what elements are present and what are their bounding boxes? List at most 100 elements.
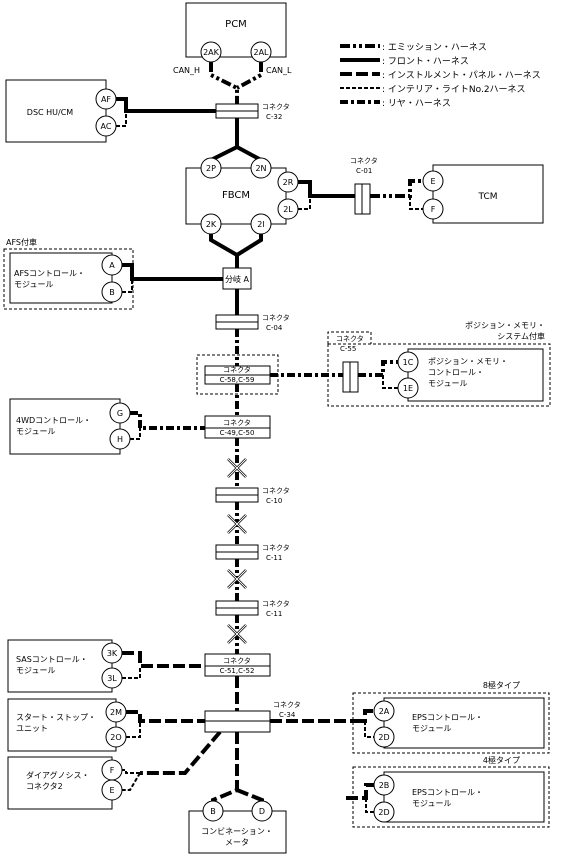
posmem-label-1: ポジション・メモリ・	[428, 357, 508, 366]
connector-c58-word: コネクタ	[223, 365, 251, 374]
pin-combi-b-label: B	[210, 807, 216, 816]
pin-fbcm-2i-label: 2I	[257, 220, 264, 229]
wire-c01-tcm-e	[370, 179, 423, 198]
pin-pcm-2al-label: 2AL	[253, 48, 269, 57]
branch-a: 分岐 A	[222, 267, 252, 290]
wire-diag-e	[122, 772, 141, 791]
tcm-label: TCM	[477, 192, 497, 202]
pin-pm-1e-label: 1E	[403, 384, 413, 393]
can-h-label: CAN_H	[173, 66, 200, 75]
legend-instrument-label: : インストルメント・パネル・ハーネス	[382, 70, 541, 81]
connector-c04: コネクタ C-04	[215, 313, 290, 332]
connector-c01-word: コネクタ	[350, 156, 378, 165]
pin-eps8-2a	[373, 700, 395, 722]
pin-afs-a	[101, 254, 123, 276]
start-label-1: スタート・ストップ・	[16, 713, 96, 722]
eps8-label-1: EPSコントロール・	[412, 713, 483, 722]
pin-tcm-e-label: E	[430, 177, 435, 186]
afs-group-label: AFS付車	[6, 237, 37, 247]
wire-fbcm-2r	[298, 180, 355, 198]
diagnosis-connector-module: ダイアグノシス・ コネクタ2 F E	[7, 756, 123, 810]
connector-c51-id: C-51,C-52	[220, 667, 255, 675]
connector-c58-id: C-58,C-59	[220, 376, 255, 384]
disconnect-marks	[227, 458, 247, 644]
wire-c01-tcm-f	[409, 196, 423, 210]
pin-dsc-ac	[95, 115, 117, 137]
wire-fbcm-2l	[298, 196, 311, 210]
connector-c51-word: コネクタ	[223, 656, 251, 665]
c58-option-frame	[196, 354, 279, 395]
legend-emission-label: : エミッション・ハーネス	[382, 42, 487, 53]
diag-label-2: コネクタ2	[26, 782, 63, 791]
pcm-module: PCM 2AK 2AL CAN_H CAN_L	[173, 2, 292, 75]
pin-fbcm-2r	[277, 171, 299, 193]
branch-a-label: 分岐 A	[225, 274, 250, 284]
eps4-label-1: EPSコントロール・	[412, 788, 483, 797]
afs-label-2: モジュール	[14, 280, 53, 289]
wire-eps4-2d	[365, 798, 374, 813]
connector-c04-id: C-04	[266, 324, 283, 332]
pin-start-2m-label: 2M	[110, 708, 122, 717]
wire-pcm-2ak	[209, 62, 239, 104]
wire-fbcm-2i	[235, 232, 263, 257]
pin-afs-b	[101, 281, 123, 303]
combi-label-1: コンビネーション・	[201, 827, 273, 836]
pin-pm-1e	[397, 377, 419, 399]
connector-c11-lower-id: C-11	[266, 610, 282, 618]
position-memory-module: ポジション・メモリ・ システム付車 ポジション・メモリ・ コントロール・ モジュ…	[327, 321, 551, 407]
wire-dsc-af	[116, 97, 216, 113]
combination-meter-module: コンビネーション・ メータ B D	[188, 800, 287, 854]
eps-4pole-module: 4極タイプ EPSコントロール・ モジュール 2B 2D	[352, 755, 550, 828]
connector-c11-lower: コネクタ C-11	[215, 599, 290, 618]
4wd-label-2: モジュール	[16, 427, 55, 436]
eps4-label-2: モジュール	[412, 799, 451, 808]
wire-start-2m	[126, 710, 205, 723]
connector-c01: コネクタ C-01	[350, 156, 378, 215]
4wd-module: 4WDコントロール・ モジュール G H	[9, 398, 131, 455]
pin-diag-f-label: F	[110, 766, 115, 775]
eps-8pole-module: 8極タイプ EPSコントロール・ モジュール 2A 2D	[352, 680, 550, 754]
pin-eps4-2b-label: 2B	[379, 781, 390, 790]
eps4-group-label: 4極タイプ	[483, 755, 520, 765]
pin-4wd-g-label: G	[117, 409, 123, 418]
pin-4wd-g	[109, 402, 131, 424]
tcm-module: TCM E F	[422, 164, 544, 224]
dsc-module: DSC HU/CM AF AC	[5, 79, 117, 143]
sas-label-2: モジュール	[16, 666, 55, 675]
pin-start-2o	[105, 726, 127, 748]
legend-interior-label: : インテリア・ライトNo.2ハーネス	[382, 84, 526, 95]
pin-fbcm-2p-label: 2P	[206, 164, 216, 173]
wire-pcm-2al	[236, 62, 263, 90]
wire-eps8-2d	[364, 721, 374, 738]
pin-sas-3l	[101, 667, 123, 689]
pin-combi-d-label: D	[259, 807, 265, 816]
connector-c10-word: コネクタ	[262, 486, 290, 495]
pin-fbcm-2n-label: 2N	[255, 164, 266, 173]
connector-c34: コネクタ C-34	[204, 700, 301, 733]
pin-combi-d	[251, 800, 273, 822]
wire-c34-combi-b	[211, 732, 239, 805]
pin-sas-3l-label: 3L	[107, 674, 117, 683]
wire-4wd-h	[130, 428, 141, 440]
disconnect-mark-4	[227, 624, 247, 644]
connector-c55-word: コネクタ	[336, 334, 364, 343]
connector-c55: コネクタ C-55	[327, 331, 372, 393]
pin-pcm-2ak-label: 2AK	[203, 48, 220, 57]
pin-fbcm-2k	[200, 213, 222, 235]
posmem-group-label-2: システム付車	[497, 331, 545, 341]
pin-start-2o-label: 2O	[110, 733, 121, 742]
connector-c32-id: C-32	[266, 113, 282, 121]
fbcm-module: FBCM 2P 2N 2R 2L 2K 2I	[185, 157, 299, 235]
start-label-2: ユニット	[16, 724, 48, 733]
pin-eps4-2d-label: 2D	[378, 808, 389, 817]
eps8-label-2: モジュール	[412, 724, 451, 733]
pin-sas-3k-label: 3K	[107, 649, 118, 658]
eps4-option-frame	[352, 766, 550, 828]
connector-c34-id: C-34	[279, 711, 296, 719]
diag-label-1: ダイアグノシス・	[26, 770, 89, 780]
pin-afs-a-label: A	[109, 261, 115, 270]
wire-sas-3k	[122, 651, 205, 668]
connector-c55-id: C-55	[340, 345, 356, 353]
pin-dsc-af-label: AF	[101, 95, 111, 104]
connector-c10-id: C-10	[266, 497, 282, 505]
